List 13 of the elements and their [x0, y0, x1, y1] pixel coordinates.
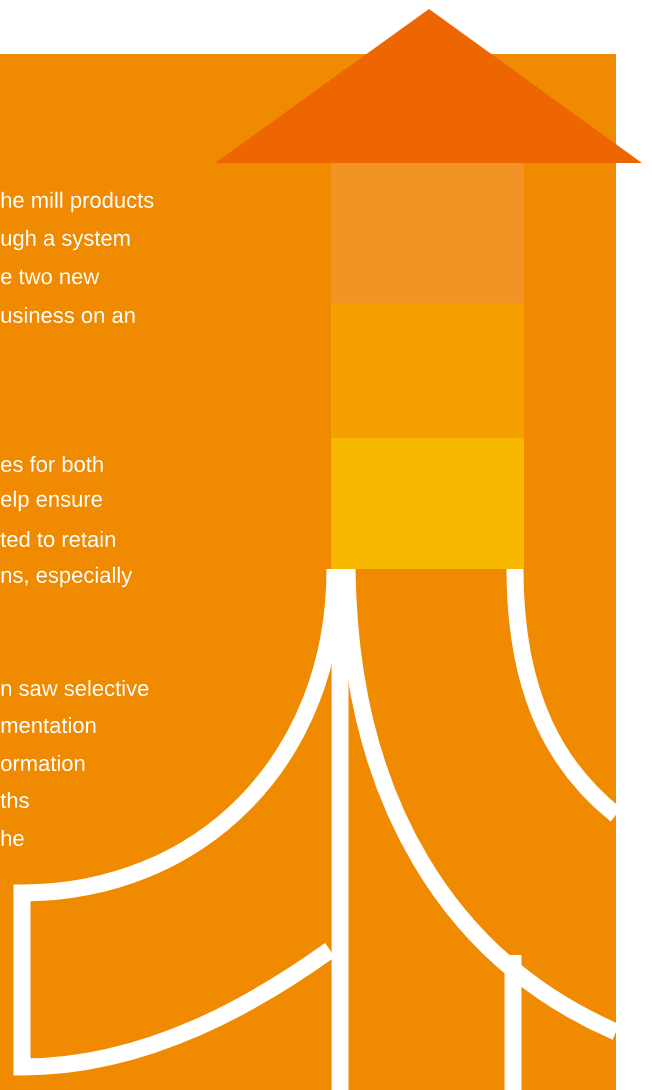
- text-line: he mill products: [1, 191, 154, 213]
- text-line: ugh a system: [1, 229, 130, 251]
- text-line: ted to retain: [0, 530, 115, 548]
- text-line: he: [1, 829, 24, 847]
- text-line: mentation: [1, 716, 96, 734]
- text-line: n saw selective: [1, 679, 149, 697]
- text-line: e two new: [1, 269, 100, 285]
- text-line: ns, especially: [1, 566, 133, 588]
- text-line: ormation: [1, 754, 85, 772]
- text-line: elp ensure: [1, 490, 102, 512]
- text-line: es for both: [1, 455, 103, 473]
- text-line: usiness on an: [1, 306, 135, 324]
- text-line: ths: [0, 791, 29, 809]
